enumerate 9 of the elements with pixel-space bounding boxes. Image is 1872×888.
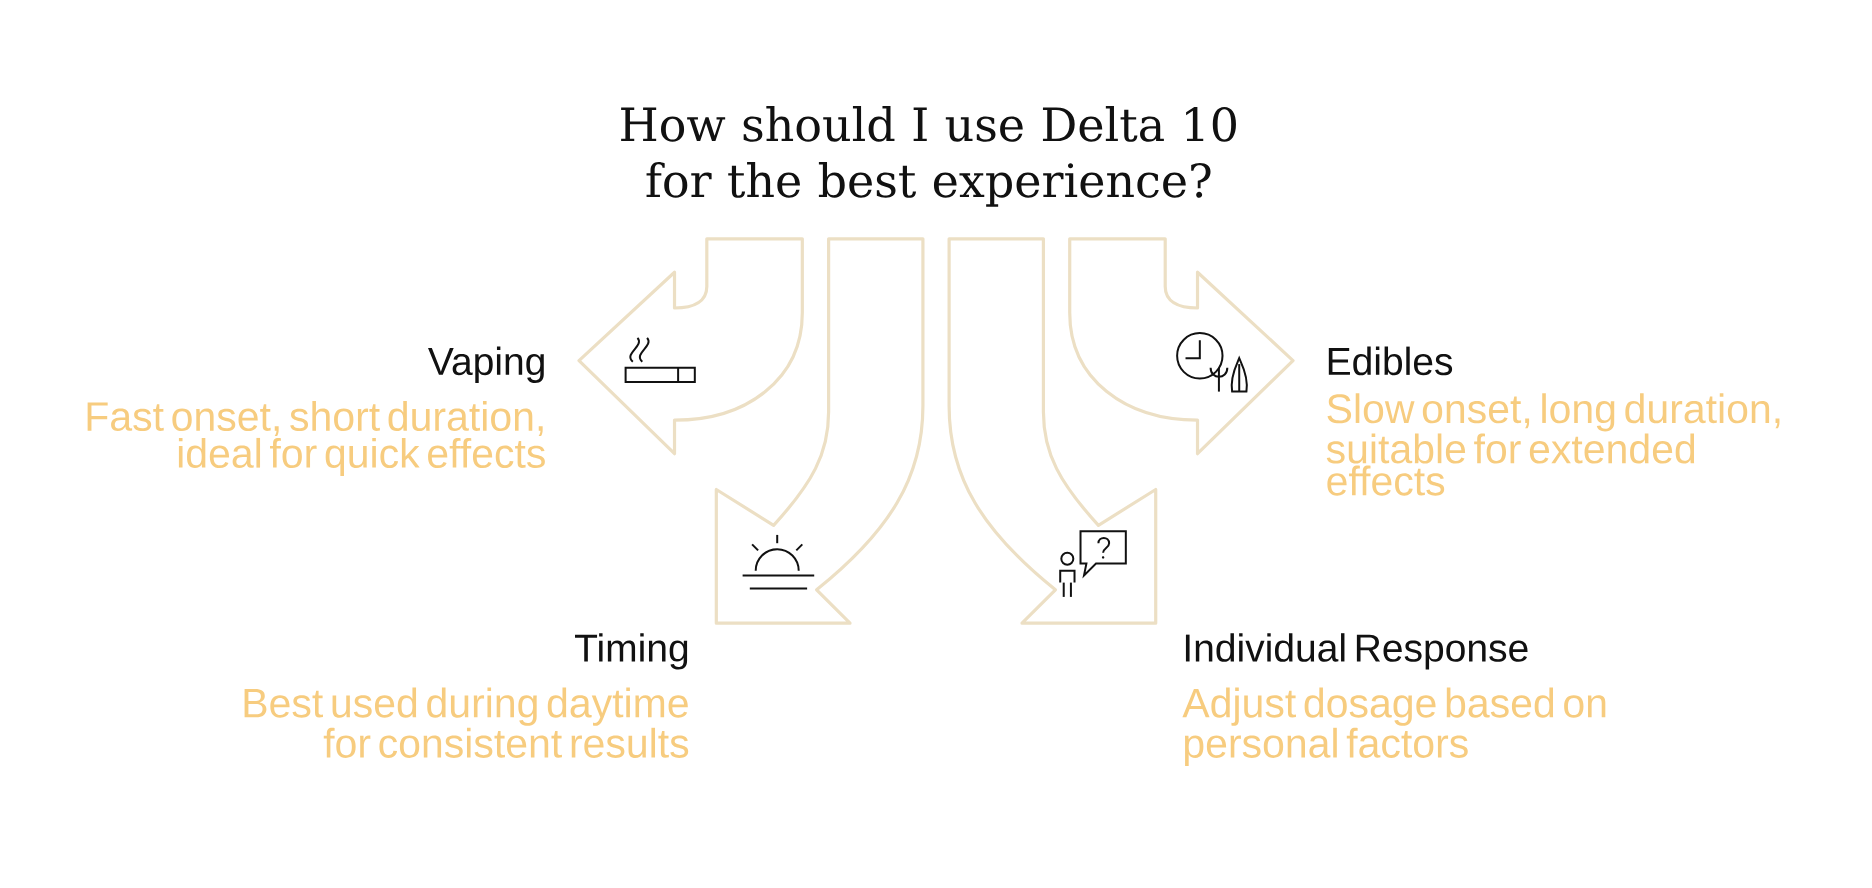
heading: Timing <box>575 633 688 670</box>
heading: Edibles <box>1328 346 1453 376</box>
title: How should I use Delta 10 for the best experience? <box>621 106 1236 207</box>
description: Best used during daytime for consistent results <box>244 687 689 758</box>
heading: Vaping <box>428 346 544 383</box>
heading: Individual Response <box>1185 633 1528 670</box>
description: Adjust dosage based on personal factors <box>1182 687 1606 766</box>
description: Fast onset, short duration, ideal for quick effects <box>87 400 545 477</box>
description: Slow onset, long duration, suitable for extended effects <box>1326 393 1780 496</box>
